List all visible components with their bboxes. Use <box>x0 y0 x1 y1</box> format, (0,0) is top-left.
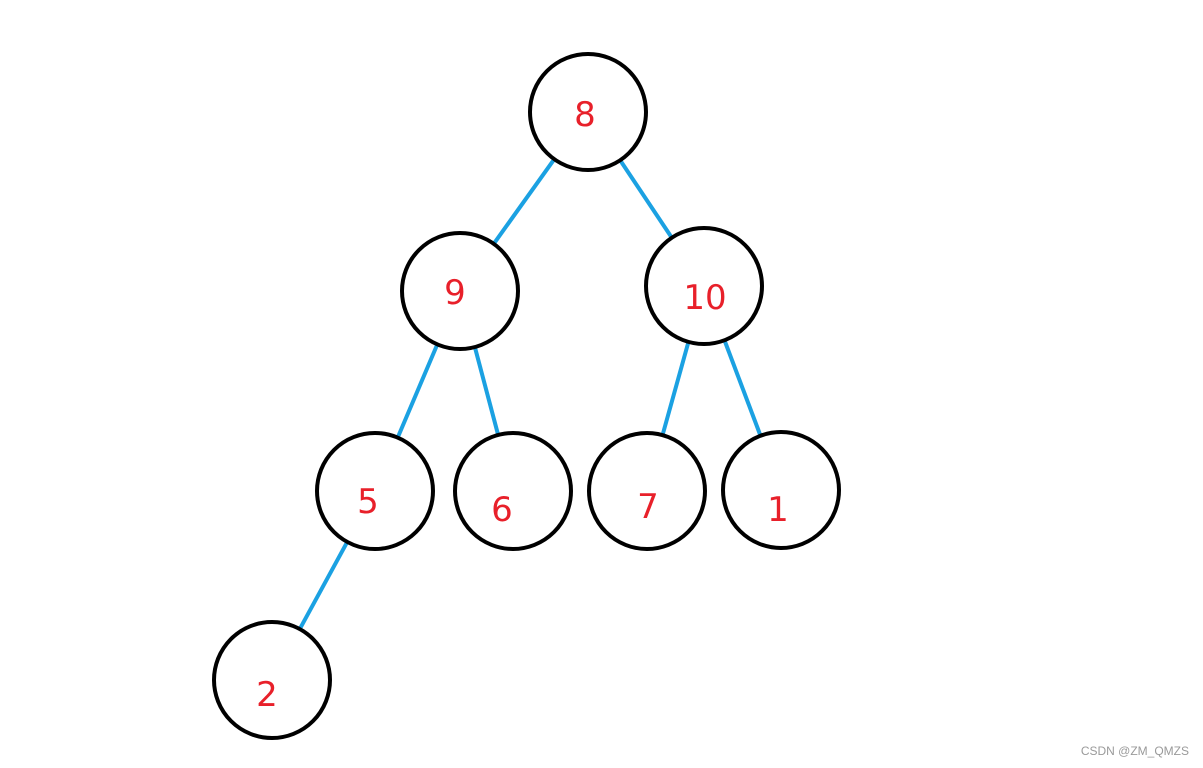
node-circle <box>587 431 707 551</box>
node-label: 5 <box>357 482 379 522</box>
node-label: 8 <box>574 95 596 135</box>
edge-n10-n1 <box>722 339 763 437</box>
edge-n9-n5 <box>395 343 440 439</box>
node-label: 7 <box>637 487 659 527</box>
node-label: 10 <box>683 278 726 318</box>
edge-n5-n2 <box>297 540 350 631</box>
tree-node-6: 6 <box>453 431 573 551</box>
nodes-layer: 8 9 10 5 6 7 1 2 <box>212 52 841 740</box>
edge-n8-n10 <box>618 159 674 239</box>
node-label: 9 <box>444 273 466 313</box>
node-circle <box>400 231 520 351</box>
tree-node-1: 1 <box>721 430 841 550</box>
watermark-text: CSDN @ZM_QMZS <box>1080 744 1189 758</box>
node-label: 6 <box>491 490 513 530</box>
tree-node-5: 5 <box>315 431 435 551</box>
tree-node-9: 9 <box>400 231 520 351</box>
tree-node-8: 8 <box>528 52 648 172</box>
edges-layer <box>297 158 763 631</box>
tree-node-10: 10 <box>644 226 764 346</box>
edge-n8-n9 <box>492 158 556 245</box>
tree-node-7: 7 <box>587 431 707 551</box>
node-circle <box>315 431 435 551</box>
node-circle <box>212 620 332 740</box>
node-circle <box>721 430 841 550</box>
node-circle <box>453 431 573 551</box>
node-circle <box>644 226 764 346</box>
edge-n9-n6 <box>472 346 501 436</box>
edge-n10-n7 <box>660 341 691 436</box>
node-label: 1 <box>767 490 789 530</box>
node-circle <box>528 52 648 172</box>
tree-node-2: 2 <box>212 620 332 740</box>
node-label: 2 <box>256 675 278 715</box>
